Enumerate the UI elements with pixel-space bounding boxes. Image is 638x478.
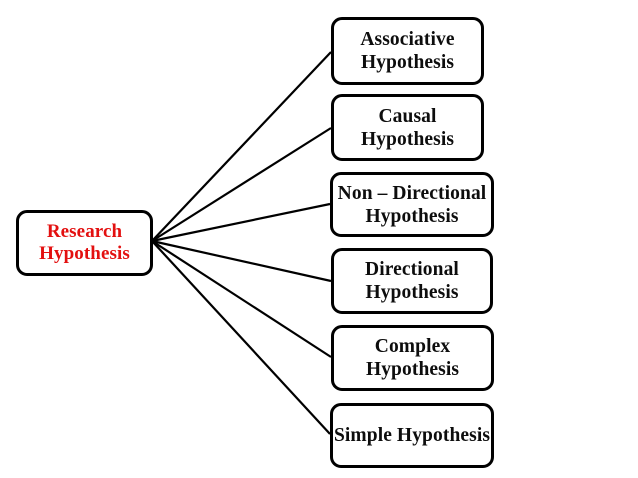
connector-line-causal	[151, 127, 332, 242]
connector-line-complex	[151, 240, 332, 358]
node-complex-hypothesis[interactable]: Complex Hypothesis	[331, 325, 494, 391]
node-label-complex-hypothesis: Complex Hypothesis	[365, 336, 460, 380]
connector-line-non-directional	[151, 202, 331, 243]
node-non-directional-hypothesis[interactable]: Non – Directional Hypothesis	[330, 172, 494, 237]
node-label-non-directional-hypothesis: Non – Directional Hypothesis	[337, 182, 487, 227]
node-simple-hypothesis[interactable]: Simple Hypothesis	[330, 403, 494, 468]
connector-line-simple	[151, 240, 331, 435]
node-directional-hypothesis[interactable]: Directional Hypothesis	[331, 248, 493, 314]
node-associative-hypothesis[interactable]: Associative Hypothesis	[331, 17, 484, 85]
node-label-causal-hypothesis: Causal Hypothesis	[360, 105, 455, 150]
node-label-research-hypothesis: Research Hypothesis	[39, 220, 130, 264]
node-label-simple-hypothesis: Simple Hypothesis	[333, 425, 491, 446]
node-label-associative-hypothesis: Associative Hypothesis	[360, 29, 455, 73]
connector-line-associative	[151, 51, 332, 242]
node-causal-hypothesis[interactable]: Causal Hypothesis	[331, 94, 484, 161]
connector-line-directional	[151, 239, 332, 283]
node-research-hypothesis[interactable]: Research Hypothesis	[16, 210, 153, 276]
node-label-directional-hypothesis: Directional Hypothesis	[365, 259, 459, 303]
